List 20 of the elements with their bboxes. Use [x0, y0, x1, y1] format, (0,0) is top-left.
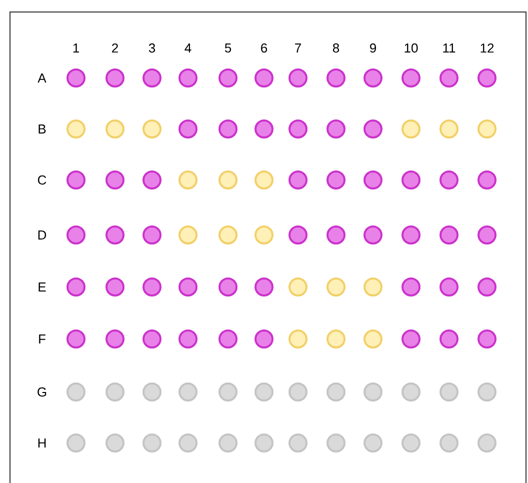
column-number: 2: [112, 43, 118, 53]
row-letter: C: [38, 175, 46, 185]
row-letter: F: [39, 334, 46, 344]
row-letter: D: [38, 230, 46, 240]
column-number: 10: [404, 43, 418, 53]
column-number: 8: [332, 43, 340, 53]
row-letter: B: [38, 124, 46, 134]
row-letter: H: [38, 438, 46, 448]
row-letter: G: [38, 387, 46, 397]
row-letter: A: [38, 74, 46, 82]
column-number: 9: [370, 43, 376, 53]
row-letter: E: [38, 282, 46, 292]
column-number: 5: [224, 43, 232, 53]
column-number: 6: [261, 43, 268, 53]
column-number: 3: [148, 43, 156, 53]
column-number: 12: [480, 43, 494, 53]
column-number: 1: [73, 44, 79, 52]
column-number: 7: [295, 44, 301, 52]
column-number: 4: [184, 44, 192, 52]
column-number: 11: [443, 44, 456, 52]
